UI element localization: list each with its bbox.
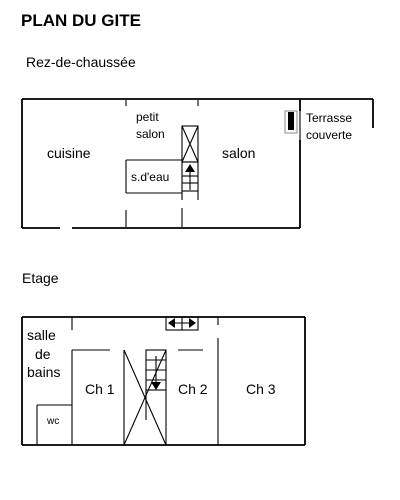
room-label-ch3: Ch 3 bbox=[246, 381, 276, 397]
room-label-ch2: Ch 2 bbox=[178, 381, 208, 397]
upper-floor-label: Etage bbox=[22, 270, 59, 286]
upper-floor-plan: salle de bains wc Ch 1 Ch 2 Ch 3 bbox=[21, 316, 306, 446]
stair-down-arrow-icon bbox=[151, 382, 161, 390]
ground-floor-label: Rez-de-chaussée bbox=[26, 54, 136, 70]
left-arrow-icon bbox=[168, 318, 175, 328]
stove-icon bbox=[288, 112, 294, 130]
void-cross bbox=[123, 349, 167, 446]
room-label-salon: salon bbox=[222, 145, 255, 161]
room-label-salle-de-bains: bains bbox=[27, 364, 60, 380]
room-label-ch1: Ch 1 bbox=[85, 381, 115, 397]
room-label-terrasse: Terrasse bbox=[306, 111, 352, 125]
room-label-sdeau: s.d'eau bbox=[131, 170, 169, 184]
page-title: PLAN DU GITE bbox=[21, 11, 141, 30]
room-label-salle-de-bains: salle bbox=[27, 327, 56, 343]
room-label-wc: wc bbox=[46, 416, 59, 427]
room-label-petit-salon: salon bbox=[136, 127, 165, 141]
staircase-cross bbox=[181, 125, 199, 163]
room-label-salle-de-bains: de bbox=[35, 346, 51, 362]
ground-floor-plan: cuisine petit salon salon s.d'eau Terras… bbox=[21, 98, 374, 229]
room-label-terrasse: couverte bbox=[306, 128, 352, 142]
right-arrow-icon bbox=[189, 318, 196, 328]
room-label-cuisine: cuisine bbox=[47, 145, 91, 161]
stair-up-arrow-icon bbox=[185, 164, 195, 172]
room-label-petit-salon: petit bbox=[136, 110, 159, 124]
